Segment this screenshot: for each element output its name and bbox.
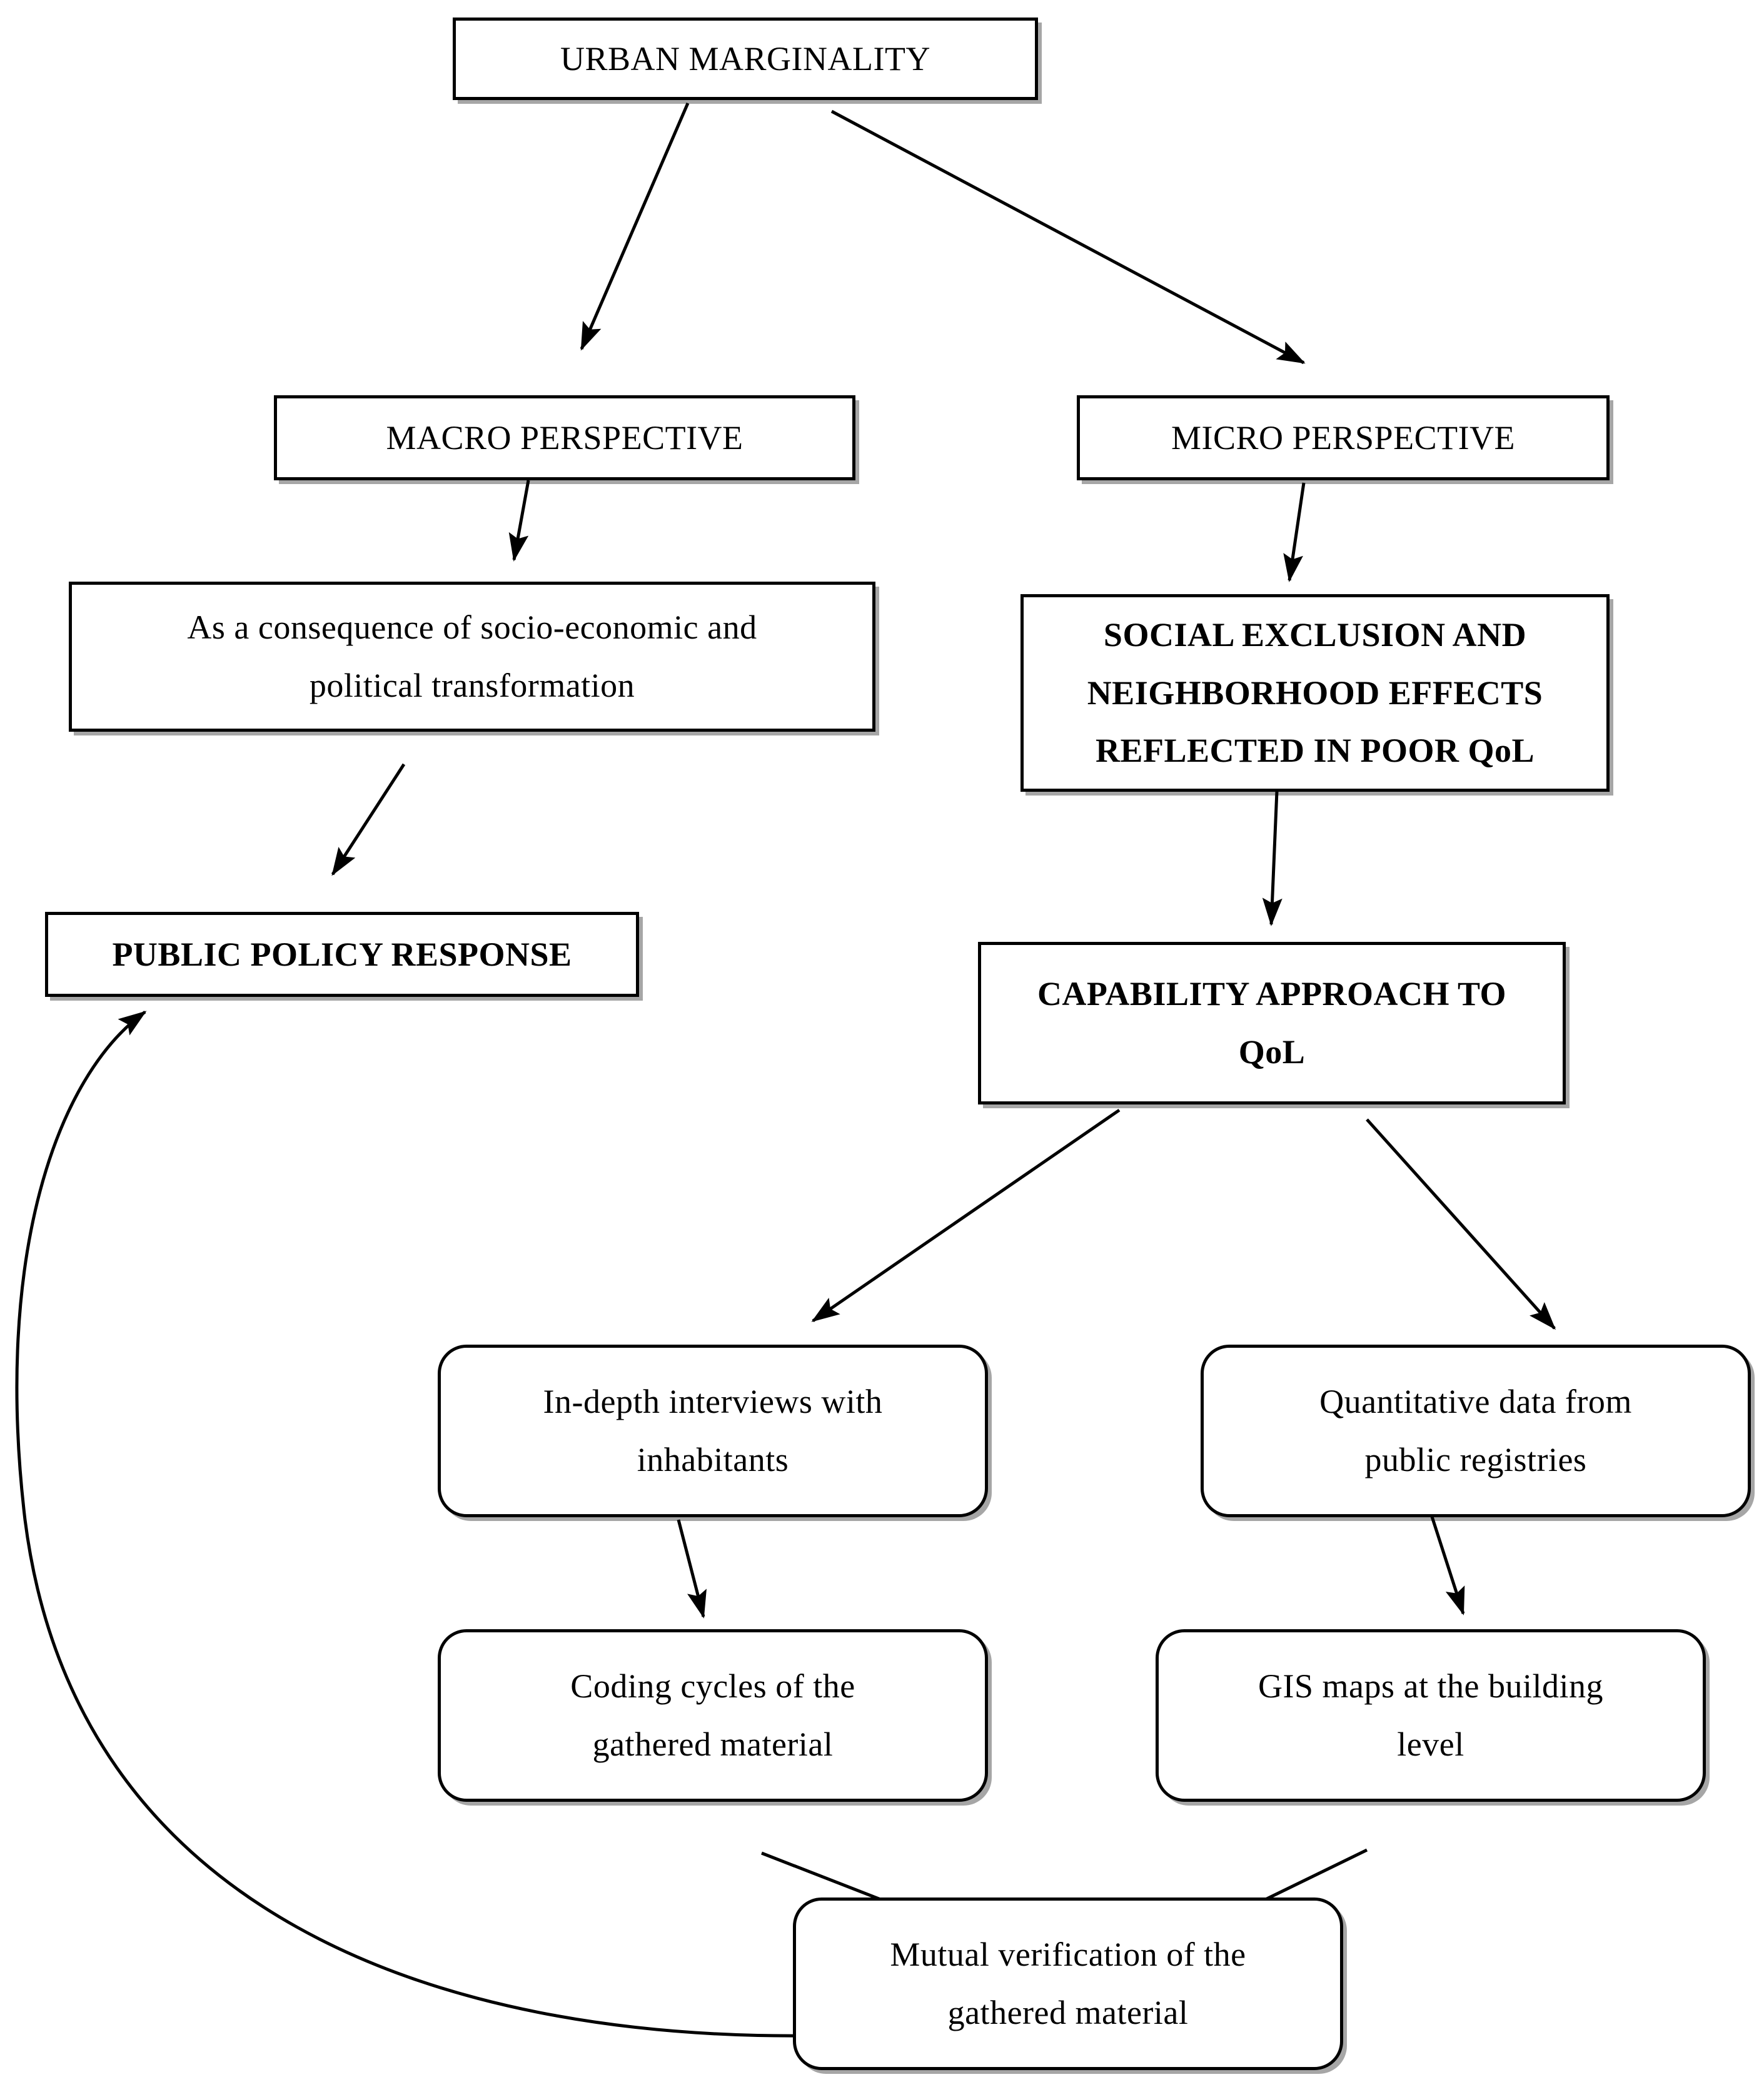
- node-micro-perspective[interactable]: MICRO PERSPECTIVE: [1077, 395, 1610, 480]
- edge-urban-to-macro: [580, 103, 690, 351]
- node-macro-perspective-label: MACRO PERSPECTIVE: [386, 418, 743, 457]
- node-coding-cycles[interactable]: Coding cycles of the gathered material: [438, 1629, 988, 1802]
- node-capability-approach[interactable]: CAPABILITY APPROACH TO QoL: [978, 942, 1566, 1104]
- edge-macro-to-socioeconomic: [508, 480, 530, 562]
- gis-line-1: GIS maps at the building: [1258, 1667, 1603, 1706]
- edge-capability-to-interviews: [811, 1108, 1121, 1323]
- node-mutual-verification-label: Mutual verification of the gathered mate…: [796, 1926, 1340, 2042]
- node-macro-perspective[interactable]: MACRO PERSPECTIVE: [274, 395, 855, 480]
- edge-interviews-to-coding: [677, 1519, 707, 1619]
- node-public-policy-response[interactable]: PUBLIC POLICY RESPONSE: [45, 912, 639, 997]
- quantitative-line-2: public registries: [1364, 1441, 1587, 1478]
- node-in-depth-interviews[interactable]: In-depth interviews with inhabitants: [438, 1345, 988, 1517]
- node-quantitative-data-label: Quantitative data from public registries: [1204, 1373, 1748, 1489]
- node-coding-cycles-label: Coding cycles of the gathered material: [441, 1657, 985, 1774]
- edge-social-exclusion-to-capability: [1262, 791, 1283, 926]
- node-urban-marginality-label: URBAN MARGINALITY: [560, 39, 930, 78]
- node-socio-economic-transformation[interactable]: As a consequence of socio-economic and p…: [69, 582, 875, 732]
- social-exclusion-line-1: SOCIAL EXCLUSION AND: [1103, 615, 1527, 654]
- interviews-line-2: inhabitants: [637, 1441, 789, 1478]
- social-exclusion-line-2: NEIGHBORHOOD EFFECTS: [1087, 674, 1543, 712]
- mutual-line-2: gathered material: [947, 1994, 1189, 2031]
- edge-micro-to-social-exclusion: [1283, 482, 1306, 582]
- edge-socioeconomic-to-public-policy: [331, 763, 406, 876]
- quantitative-line-1: Quantitative data from: [1319, 1383, 1632, 1421]
- coding-line-2: gathered material: [592, 1726, 834, 1763]
- node-social-exclusion-label: SOCIAL EXCLUSION AND NEIGHBORHOOD EFFECT…: [1024, 606, 1606, 781]
- capability-approach-line-1: CAPABILITY APPROACH TO: [1037, 975, 1507, 1013]
- edge-quantitative-to-gis: [1430, 1516, 1465, 1615]
- node-public-policy-response-label: PUBLIC POLICY RESPONSE: [112, 935, 572, 973]
- mutual-line-1: Mutual verification of the: [890, 1936, 1246, 1974]
- socio-economic-line-1: As a consequence of socio-economic and: [187, 609, 757, 647]
- social-exclusion-line-3: REFLECTED IN POOR QoL: [1095, 732, 1535, 770]
- edge-mutual-to-public-policy-feedback: [15, 1010, 814, 2038]
- node-gis-maps-label: GIS maps at the building level: [1159, 1657, 1703, 1774]
- interviews-line-1: In-depth interviews with: [543, 1383, 883, 1421]
- coding-line-1: Coding cycles of the: [570, 1667, 855, 1706]
- node-mutual-verification[interactable]: Mutual verification of the gathered mate…: [793, 1898, 1343, 2070]
- edge-capability-to-quantitative: [1366, 1118, 1556, 1330]
- node-in-depth-interviews-label: In-depth interviews with inhabitants: [441, 1373, 985, 1489]
- node-quantitative-data[interactable]: Quantitative data from public registries: [1201, 1345, 1751, 1517]
- node-socio-economic-transformation-label: As a consequence of socio-economic and p…: [72, 599, 872, 715]
- node-micro-perspective-label: MICRO PERSPECTIVE: [1171, 418, 1516, 457]
- socio-economic-line-2: political transformation: [309, 667, 635, 704]
- capability-approach-line-2: QoL: [1238, 1033, 1306, 1071]
- node-urban-marginality[interactable]: URBAN MARGINALITY: [453, 18, 1038, 100]
- node-capability-approach-label: CAPABILITY APPROACH TO QoL: [981, 965, 1563, 1081]
- node-social-exclusion[interactable]: SOCIAL EXCLUSION AND NEIGHBORHOOD EFFECT…: [1021, 594, 1610, 792]
- edge-urban-to-micro: [830, 109, 1306, 365]
- gis-line-2: level: [1397, 1726, 1464, 1763]
- node-gis-maps[interactable]: GIS maps at the building level: [1156, 1629, 1706, 1802]
